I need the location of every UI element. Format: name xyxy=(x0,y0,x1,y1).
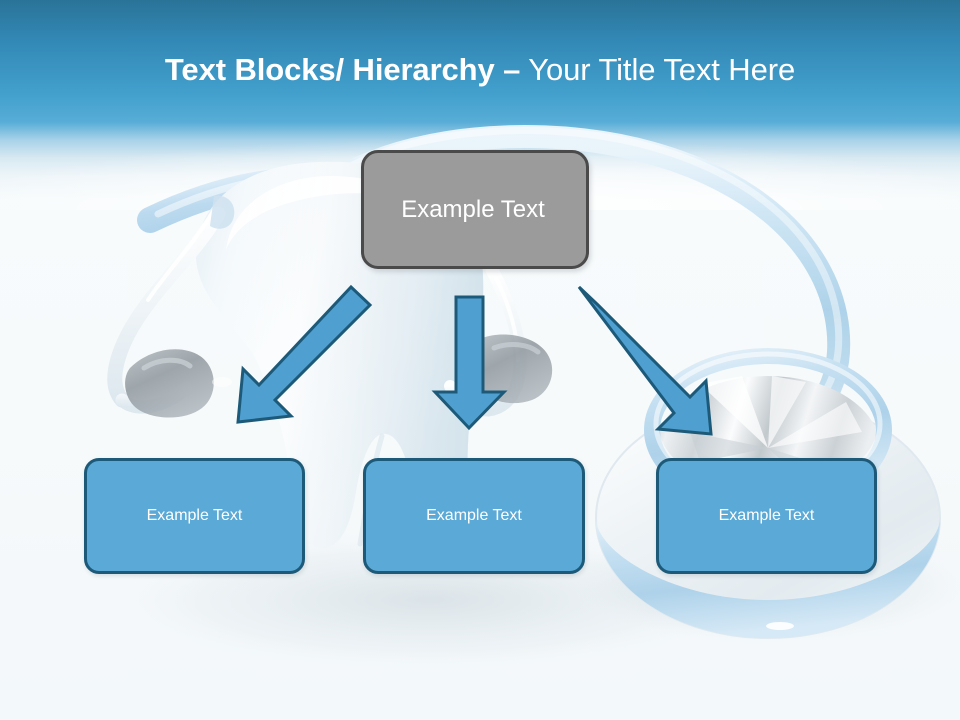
arrow-down-right-icon xyxy=(577,285,713,436)
title-bold-part: Text Blocks/ Hierarchy – xyxy=(164,52,521,87)
hierarchy-child-label-3: Example Text xyxy=(718,507,815,524)
hierarchy-child-label-2: Example Text xyxy=(426,507,522,524)
hierarchy-root-label: Example Text xyxy=(401,195,545,223)
title-light-part: Your Title Text Here xyxy=(520,52,796,87)
hierarchy-child-box-1[interactable]: Example Text xyxy=(84,458,305,574)
arrow-down-left-icon xyxy=(236,284,373,424)
hierarchy-root-box[interactable]: Example Text xyxy=(361,150,589,269)
hierarchy-child-box-3[interactable]: Example Text xyxy=(656,458,877,574)
slide-title: Text Blocks/ Hierarchy – Your Title Text… xyxy=(0,51,960,89)
hierarchy-child-box-2[interactable]: Example Text xyxy=(363,458,585,574)
hierarchy-child-label-1: Example Text xyxy=(146,507,243,524)
arrow-down-icon xyxy=(431,295,508,431)
